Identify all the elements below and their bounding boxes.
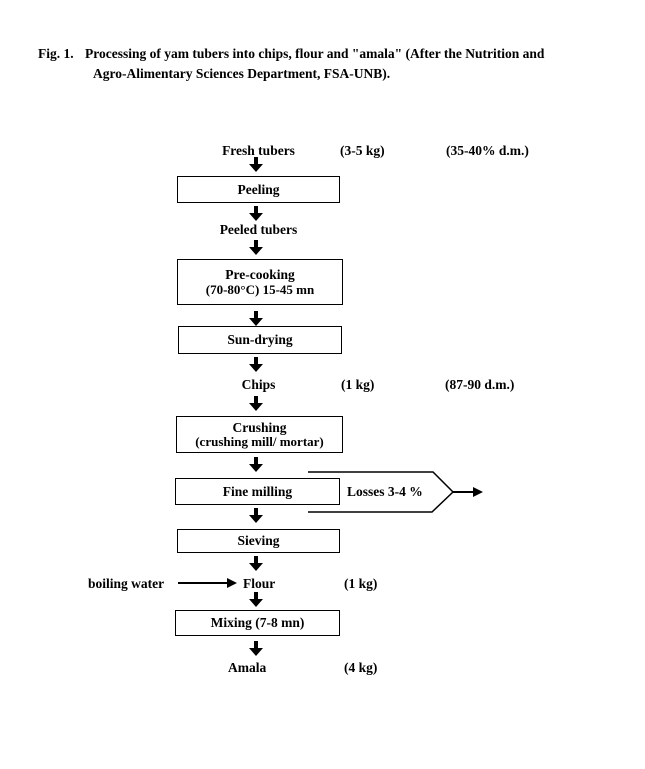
annotation-chips-dry-matter: (87-90 d.m.) <box>445 377 515 392</box>
annotation-flour-weight: (1 kg) <box>344 576 378 591</box>
node-fresh-tubers: Fresh tubers <box>222 143 295 158</box>
figure-caption-line1: Processing of yam tubers into chips, flo… <box>85 46 545 61</box>
process-box-precooking: Pre-cooking (70-80°C) 15-45 mn <box>177 259 343 305</box>
node-amala: Amala <box>228 660 267 675</box>
process-box-crushing: Crushing (crushing mill/ mortar) <box>176 416 343 453</box>
node-flour: Flour <box>243 576 276 591</box>
annotation-amala-weight: (4 kg) <box>344 660 378 675</box>
arrow-right-icon <box>473 487 483 497</box>
arrow-down-icon <box>249 592 263 607</box>
process-box-precooking-line1: Pre-cooking <box>225 266 295 282</box>
node-peeled-tubers: Peeled tubers <box>219 222 298 237</box>
arrow-down-icon <box>249 311 263 326</box>
process-box-mixing-label: Mixing (7-8 mn) <box>210 615 305 631</box>
arrow-down-icon <box>249 396 263 411</box>
figure-caption-line2: Agro-Alimentary Sciences Department, FSA… <box>93 66 391 81</box>
losses-banner-shape <box>308 471 483 513</box>
annotation-fresh-weight: (3-5 kg) <box>340 143 385 158</box>
node-boiling-water: boiling water <box>88 576 165 591</box>
arrow-right-icon <box>178 577 237 589</box>
process-box-sieving: Sieving <box>177 529 340 553</box>
arrow-down-icon <box>249 641 263 656</box>
annotation-chips-weight: (1 kg) <box>341 377 375 392</box>
process-box-fine-milling-label: Fine milling <box>222 483 293 499</box>
arrow-down-icon <box>249 457 263 472</box>
annotation-losses: Losses 3-4 % <box>347 484 423 499</box>
arrow-down-icon <box>249 556 263 571</box>
process-box-peeling-label: Peeling <box>237 181 280 197</box>
arrow-down-icon <box>249 357 263 372</box>
arrow-down-icon <box>249 508 263 523</box>
process-box-sundrying-label: Sun-drying <box>227 332 293 348</box>
process-box-sundrying: Sun-drying <box>178 326 342 354</box>
arrow-down-icon <box>249 206 263 221</box>
process-box-peeling: Peeling <box>177 176 340 203</box>
arrow-down-icon <box>249 240 263 255</box>
process-box-precooking-line2: (70-80°C) 15-45 mn <box>205 282 315 298</box>
process-box-mixing: Mixing (7-8 mn) <box>175 610 340 636</box>
process-box-crushing-line1: Crushing <box>232 419 287 435</box>
process-box-crushing-line2: (crushing mill/ mortar) <box>195 433 324 449</box>
annotation-fresh-dry-matter: (35-40% d.m.) <box>446 143 529 158</box>
process-box-fine-milling: Fine milling <box>175 478 340 505</box>
process-box-sieving-label: Sieving <box>237 533 280 549</box>
figure-label: Fig. 1. <box>38 46 74 61</box>
arrow-down-icon <box>249 157 263 172</box>
node-chips: Chips <box>241 377 276 392</box>
